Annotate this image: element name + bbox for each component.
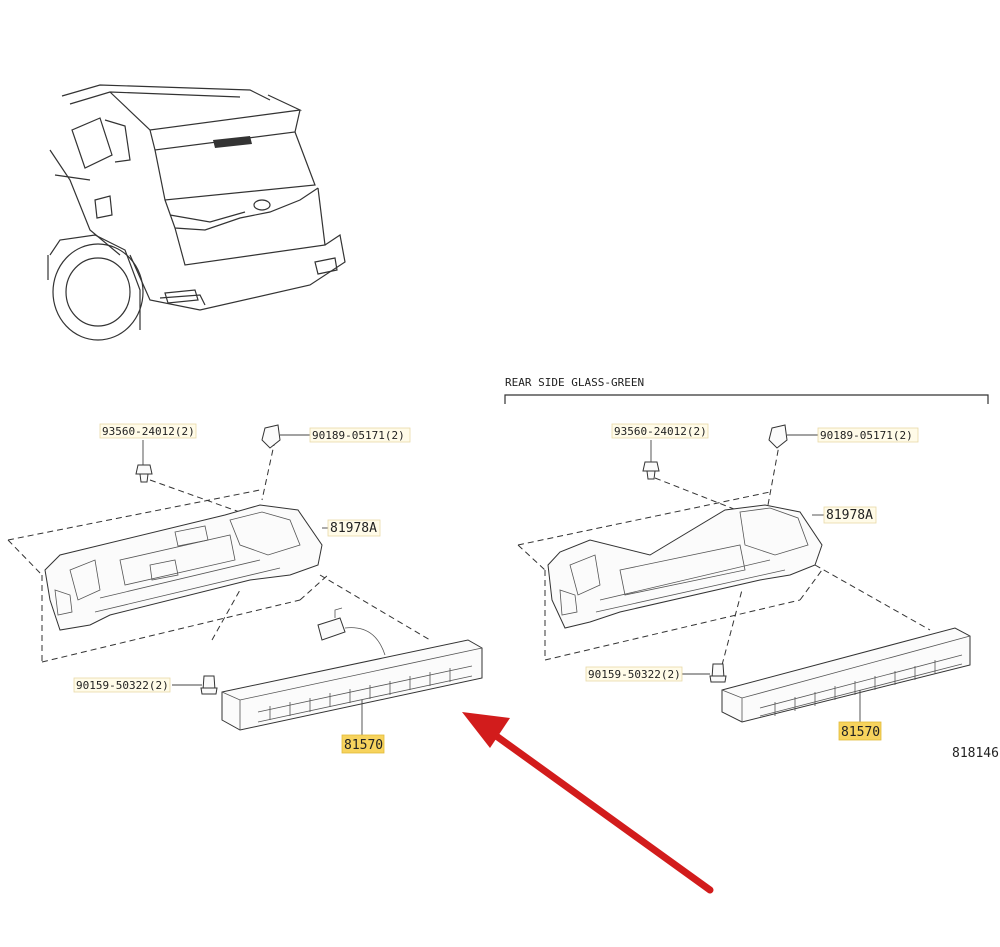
right-assembly: [517, 424, 971, 723]
label-box: [327, 519, 381, 537]
highlight-box: [341, 734, 385, 754]
label-box: [309, 427, 411, 443]
highlight-box: [838, 721, 882, 741]
part-label-screw-right: 93560-24012(2): [614, 425, 707, 438]
figure-id: 818146: [952, 746, 999, 761]
clip-icon: [261, 424, 281, 449]
left-assembly: [7, 424, 483, 735]
vehicle-rear-illustration: [47, 84, 346, 341]
part-label-lamp-right: 81570: [841, 725, 880, 740]
part-label-bracket-right: 81978A: [826, 508, 873, 523]
label-box: [817, 427, 919, 443]
label-box: [611, 423, 709, 439]
part-label-bracket-left: 81978A: [330, 521, 377, 536]
screw-icon: [642, 461, 660, 480]
part-label-bolt-right: 90159-50322(2): [588, 668, 681, 681]
lamp-81570: [721, 627, 971, 723]
label-box: [823, 506, 877, 524]
bracket-81978a: [44, 504, 323, 631]
label-box: [73, 677, 171, 693]
screw-icon: [135, 464, 153, 483]
part-label-bolt-left: 90159-50322(2): [76, 679, 169, 692]
bolt-icon: [200, 675, 218, 695]
variant-bracket: [504, 394, 989, 404]
part-label-clip-right: 90189-05171(2): [820, 429, 913, 442]
part-label-screw-left: 93560-24012(2): [102, 425, 195, 438]
clip-icon: [768, 424, 788, 449]
label-box: [99, 423, 197, 439]
bracket-81978a: [547, 504, 823, 629]
label-box: [585, 666, 683, 682]
variant-header: REAR SIDE GLASS-GREEN: [505, 376, 644, 389]
part-label-clip-left: 90189-05171(2): [312, 429, 405, 442]
bolt-icon: [709, 663, 727, 683]
lamp-81570: [221, 607, 483, 731]
part-label-lamp-left: 81570: [344, 738, 383, 753]
red-arrow-icon: [462, 712, 714, 894]
